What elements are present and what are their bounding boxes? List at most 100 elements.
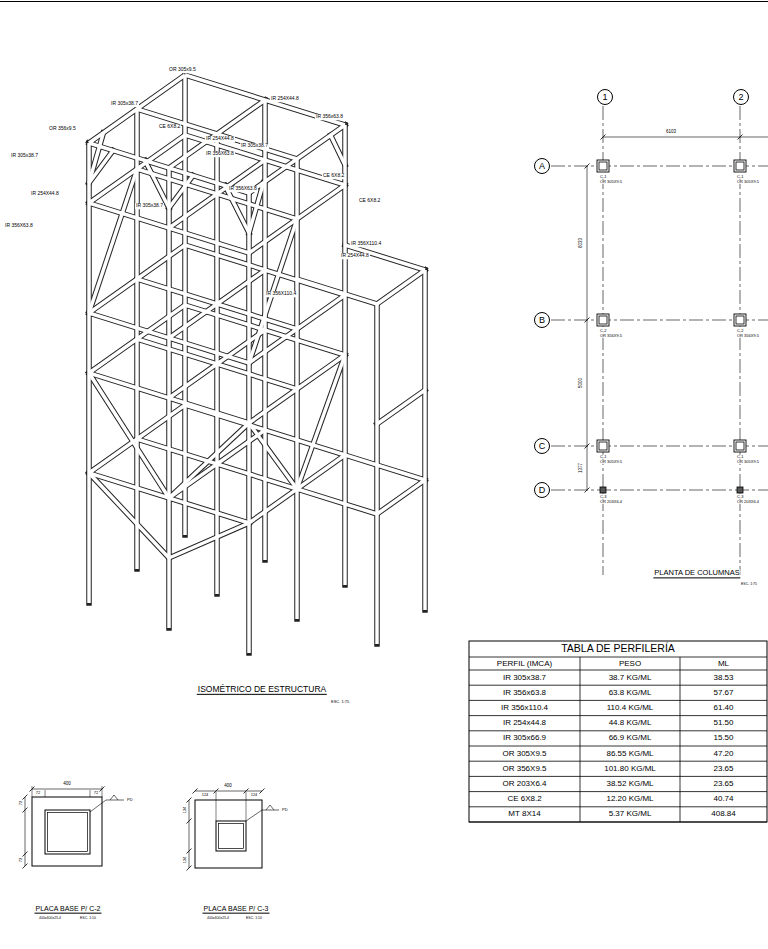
table-cell: OR 356X9.5 [501,764,547,773]
column-section-name: OR 203X6.4 [599,500,623,504]
table-rule [469,746,767,747]
steel-member-face [169,523,249,558]
column-section [737,487,743,493]
weld-symbol [110,795,118,800]
member-callout: IR 356X110.4 [350,241,382,247]
dimension: 5000 [579,377,584,389]
column-tag: C-1 [736,455,744,459]
column-tag: C-3 [599,495,607,499]
tube-section [219,824,244,849]
member-callout: CE 6X8.2 [358,198,381,204]
dimension-tick [187,798,192,803]
steel-member-face [169,160,265,228]
table-cell: 12.20 KG/ML [605,795,654,804]
table-rule [469,670,767,671]
table-cell: 57.67 [712,688,734,697]
steel-member [297,489,377,514]
steel-member-face [225,186,249,234]
weld-leader [246,810,279,821]
table-cell: 47.20 [712,749,734,758]
table-cell: 86.55 KG/ML [605,749,654,758]
member-callout: IR 356X63.8 [4,223,34,229]
steel-member-face [89,133,103,183]
member-callout: IR 254X44.8 [205,136,235,142]
base-plate [195,800,262,868]
column-plan [551,106,768,575]
table-cell: 38.52 KG/ML [605,780,654,789]
plate-size: 400x400x25.4 [206,917,230,921]
steel-member [297,355,345,489]
steel-member-face [89,169,137,313]
dimension-tick [187,849,192,854]
column-plate [734,440,746,452]
table-cell: 40.74 [712,795,734,804]
steel-member [169,523,249,558]
table-cell: 23.65 [712,764,734,773]
dimension-tick [585,318,590,323]
table-rule [469,730,767,731]
steel-member-face [89,373,169,498]
dimension: 124 [201,793,210,797]
steel-member-face [297,279,377,304]
dimension-tick [187,866,192,871]
drawing-scale: ESC. 1:10 [79,917,97,921]
dimension-line [32,789,102,790]
dimension: 72 [19,857,23,863]
grid-bubble: C [534,438,550,454]
dimension: 72 [35,791,41,795]
dimension: 124 [250,793,259,797]
steel-member [422,270,428,610]
table-rule [469,822,767,823]
table-cell: 51.50 [712,719,734,728]
extension-line [102,786,103,797]
table-title: TABLA DE PERFILERÍA [560,643,676,655]
dimension: 72 [19,800,23,806]
table-rule [580,657,581,822]
table-cell: 63.8 KG/ML [608,688,653,697]
extension-line [45,790,46,797]
member-callout: IR 356X63.8 [228,186,258,192]
steel-member-face [89,473,169,558]
drawing-title: PLANTA DE COLUMNAS [653,569,740,578]
table-cell: 15.50 [712,734,734,743]
steel-member [249,219,297,363]
steel-member-face [249,219,297,363]
drawing-title: ISOMÉTRICO DE ESTRUCTURA [197,685,327,695]
column-section [736,162,744,170]
member-callout: IR 254X44.8 [270,96,300,102]
steel-member-face [345,455,425,480]
grid-label: B [539,316,545,325]
steel-member-face [331,135,345,165]
dimension-tick [23,864,28,869]
dimension-line [25,797,26,866]
table-rule [469,791,767,792]
member-callout: IR 305x38.7 [135,203,164,209]
sheet-border [0,1,768,2]
column-section [736,442,744,450]
steel-member [331,135,345,165]
dimension-line [195,791,262,792]
table-rule [680,657,681,822]
weld-symbol [266,805,274,810]
weld-note: PD [126,798,134,802]
table-rule [469,657,767,658]
table-cell: IR 305x66.9 [502,734,547,743]
table-header: PESO [618,659,642,668]
column-plate [597,160,609,172]
grid-line [551,490,768,491]
steel-member [89,373,169,498]
isometric-structure [89,75,425,653]
dimension: 124 [183,806,187,815]
profile-table [469,641,767,822]
weld-note: PD [281,808,289,812]
table-header: PERFIL (IMCA) [496,659,553,668]
table-cell: 38.7 KG/ML [608,673,653,682]
column-plate [734,314,746,326]
dimension: 6033 [579,237,584,249]
table-cell: 44.8 KG/ML [608,719,653,728]
dimension: 400 [62,782,72,787]
table-header: ML [717,659,730,668]
grid-label: 1 [602,93,607,102]
member-callout: OR 356x9.5 [48,126,77,132]
column-section-name: OR 305X9.5 [599,180,623,184]
